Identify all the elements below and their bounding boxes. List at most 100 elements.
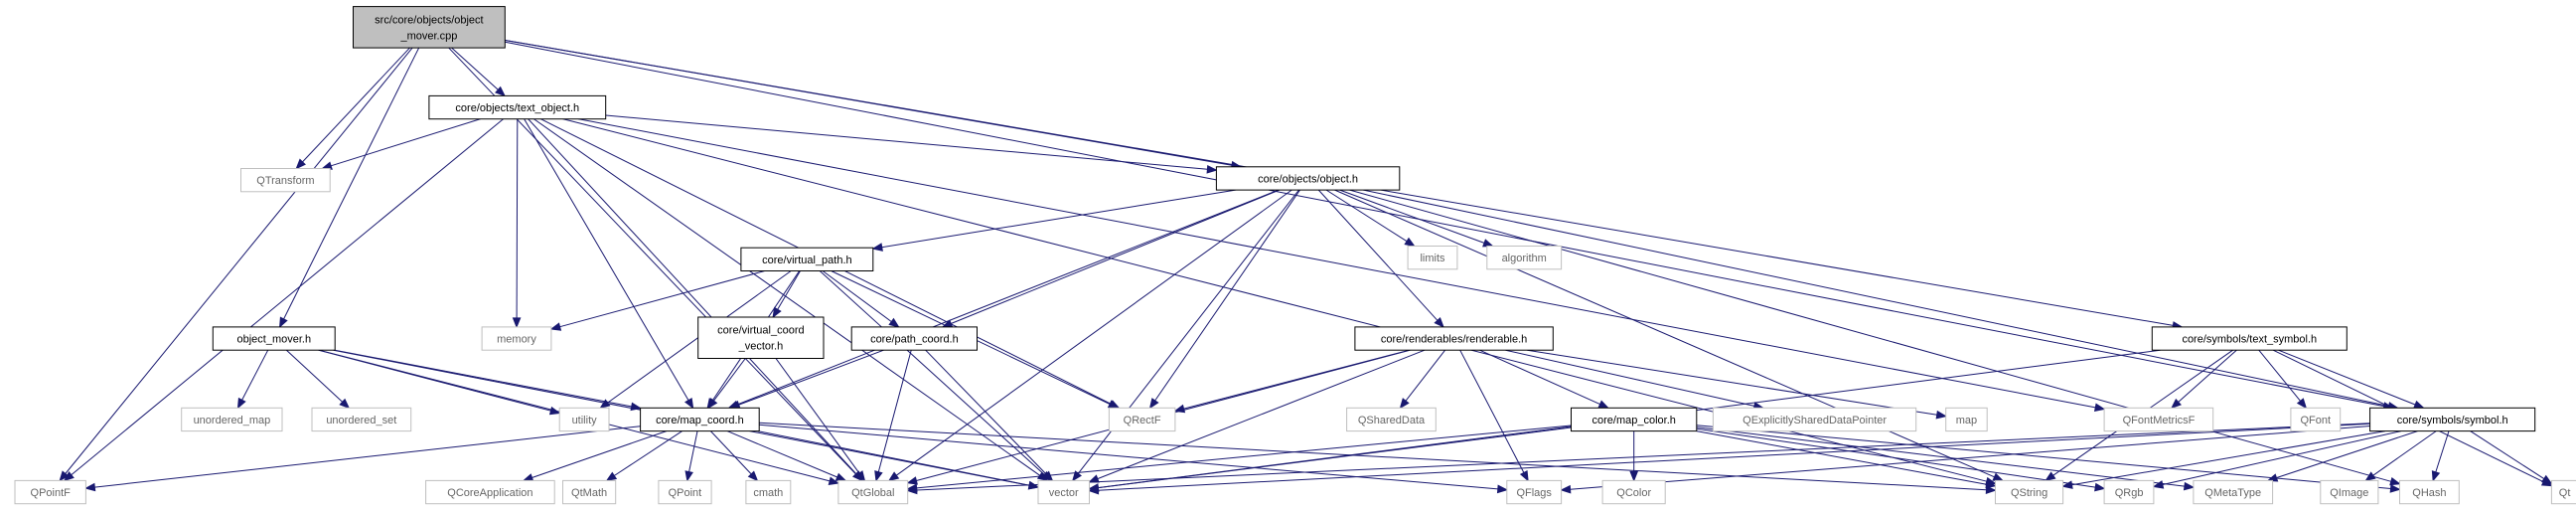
edge-line	[516, 118, 519, 318]
node-limits: limits	[1407, 246, 1458, 270]
edge-line	[2435, 430, 2450, 473]
arrow-head	[2389, 484, 2401, 493]
node-label: core/virtual_path.h	[762, 255, 852, 266]
arrow-head	[2183, 481, 2196, 491]
arrow-head	[1434, 317, 1444, 328]
node-label: QtGlobal	[851, 487, 894, 499]
node-renderable[interactable]: core/renderables/renderable.h	[1354, 326, 1554, 351]
arrow-head	[2389, 476, 2401, 486]
edge-line	[1325, 189, 1408, 243]
arrow-head	[599, 399, 611, 410]
node-qhash: QHash	[2399, 479, 2460, 505]
edge-line	[925, 349, 1047, 475]
node-box	[640, 407, 760, 432]
arrow-head	[707, 398, 718, 410]
arrow-head	[1519, 470, 1529, 482]
edge-line	[2470, 430, 2545, 480]
arrow-head	[1629, 470, 1639, 482]
edge-line	[302, 47, 410, 163]
edge-text_object-to-qfontmetricsf	[577, 118, 2106, 413]
node-map_color[interactable]: core/map_color.h	[1571, 407, 1698, 432]
node-label: QPoint	[669, 487, 702, 499]
node-box	[1945, 407, 1988, 432]
node-text_symbol[interactable]: core/symbols/text_symbol.h	[2151, 326, 2348, 351]
arrow-head	[772, 306, 782, 319]
node-label: core/objects/text_object.h	[455, 102, 579, 114]
node-algorithm: algorithm	[1486, 246, 1563, 270]
arrow-head	[512, 317, 522, 329]
arrow-head	[2045, 471, 2056, 482]
edge-line	[1479, 349, 1600, 406]
node-label: core/objects/object.h	[1258, 173, 1358, 185]
arrow-head	[855, 470, 866, 482]
edge-line	[726, 430, 837, 478]
edge-virtual_path-to-virtual_coord	[772, 270, 801, 319]
node-label: object_mover.h	[236, 334, 311, 346]
arrow-head	[1992, 472, 2005, 481]
node-label: QHash	[2412, 487, 2446, 499]
arrow-head	[1206, 165, 1218, 174]
edge-line	[283, 47, 420, 320]
edge-map_coord-to-qflags	[759, 424, 1509, 494]
node-path_coord[interactable]: core/path_coord.h	[850, 326, 979, 351]
node-box	[1506, 479, 1563, 505]
node-qexplicit: QExplicitlySharedDataPointer	[1712, 407, 1917, 432]
node-text_object[interactable]: core/objects/text_object.h	[428, 94, 607, 120]
node-box	[353, 6, 506, 49]
node-label: algorithm	[1502, 253, 1547, 264]
arrow-head	[1088, 485, 1100, 495]
edge-line	[605, 114, 1208, 170]
arrow-head	[1148, 398, 1159, 410]
edge-line	[736, 189, 1280, 406]
edge-object_mover-to-unordered_set	[286, 349, 351, 410]
node-virtual_coord[interactable]: core/virtual_coord_vector.h	[697, 316, 825, 359]
node-qtmath: QtMath	[562, 479, 617, 505]
node-symbol_h[interactable]: core/symbols/symbol.h	[2369, 407, 2536, 432]
edge-object_h-to-limits	[1325, 189, 1416, 248]
arrow-head	[278, 316, 288, 329]
node-object_h[interactable]: core/objects/object.h	[1215, 166, 1401, 191]
node-main[interactable]: src/core/objects/object_mover.cpp	[353, 6, 506, 49]
edge-object_mover-to-utility	[318, 349, 561, 416]
node-box	[481, 326, 552, 351]
node-box	[14, 479, 86, 505]
edge-line	[688, 430, 698, 472]
edge-line	[1349, 189, 2391, 482]
node-qflags: QFlags	[1506, 479, 1563, 505]
arrow-head	[834, 472, 847, 481]
node-label: QMetaType	[2204, 487, 2261, 499]
node-box	[2550, 479, 2576, 505]
node-qtglobal: QtGlobal	[837, 479, 909, 505]
edge-path_coord-to-vector	[925, 349, 1054, 482]
edge-map_color-to-qmetatype	[1696, 427, 2196, 491]
edge-text_object-to-vector	[533, 118, 1049, 482]
edge-map_coord-to-qpoint	[684, 430, 698, 482]
node-box	[1354, 326, 1554, 351]
node-label: core/map_coord.h	[656, 415, 744, 427]
node-object_mover[interactable]: object_mover.h	[212, 326, 336, 351]
arrow-head	[906, 485, 918, 495]
arrow-head	[1935, 410, 1948, 420]
edge-line	[577, 118, 2096, 409]
node-label: QString	[2011, 487, 2047, 499]
arrow-head	[828, 476, 840, 485]
edge-line	[2276, 430, 2418, 479]
arrow-head	[684, 470, 693, 482]
edge-line	[2278, 349, 2416, 406]
node-qrgb: QRgb	[2103, 479, 2155, 505]
edge-text_object-to-object_h	[605, 114, 1218, 174]
arrow-head	[339, 398, 351, 410]
node-label: map	[1956, 415, 1977, 427]
edge-virtual_path-to-memory	[549, 270, 765, 331]
node-box	[740, 247, 874, 271]
edge-line	[2162, 430, 2402, 485]
node-box	[837, 479, 909, 505]
node-cmath: cmath	[745, 479, 792, 505]
edge-line	[71, 118, 505, 476]
edge-line	[614, 430, 682, 476]
edge-line	[916, 423, 2370, 491]
node-map_coord[interactable]: core/map_coord.h	[640, 407, 760, 432]
node-qcoreapp: QCoreApplication	[425, 479, 555, 505]
node-label: core/symbols/text_symbol.h	[2182, 334, 2317, 346]
node-virtual_path[interactable]: core/virtual_path.h	[740, 247, 874, 271]
